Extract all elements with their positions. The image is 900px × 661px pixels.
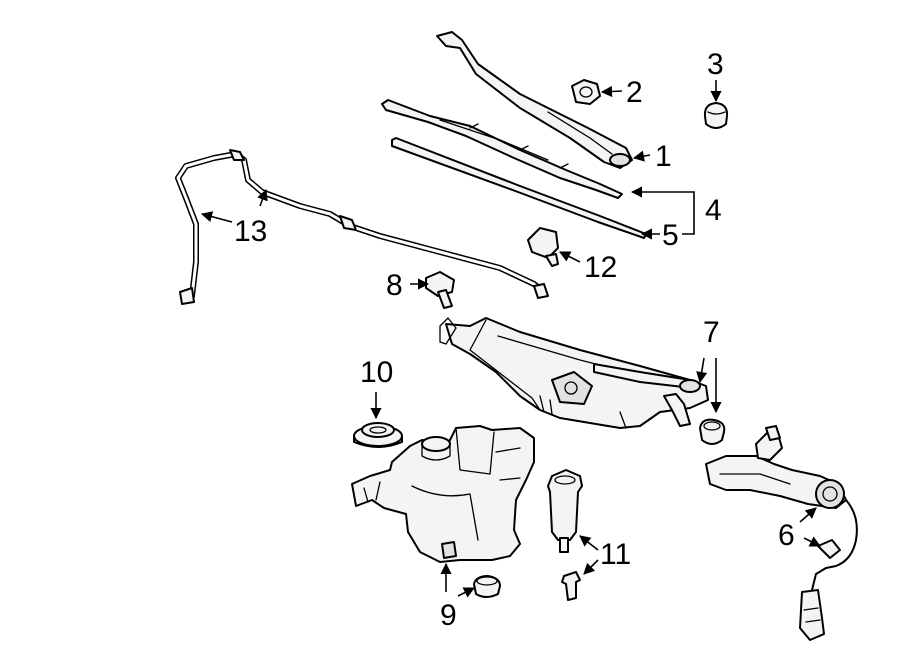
wiper-arm bbox=[436, 31, 633, 169]
callout-labels: 1 2 3 4 5 6 7 8 9 10 11 12 13 bbox=[234, 48, 795, 632]
linkage-grommet bbox=[699, 418, 726, 445]
callout-8: 8 bbox=[386, 269, 403, 302]
wiper-motor bbox=[705, 425, 858, 641]
washer-hose bbox=[175, 149, 549, 305]
callout-2: 2 bbox=[626, 76, 643, 109]
callout-5: 5 bbox=[662, 219, 679, 252]
washer-nozzle bbox=[527, 227, 559, 267]
callout-11: 11 bbox=[600, 538, 631, 571]
callout-7: 7 bbox=[703, 316, 720, 349]
callout-3: 3 bbox=[707, 48, 724, 81]
callout-9: 9 bbox=[440, 599, 457, 632]
washer-pump bbox=[547, 469, 583, 601]
callout-4: 4 bbox=[705, 194, 722, 227]
wiper-linkage bbox=[439, 317, 709, 429]
leader-lines bbox=[200, 80, 822, 598]
pump-seal bbox=[353, 422, 403, 448]
callout-1: 1 bbox=[655, 140, 672, 173]
reservoir-plug bbox=[473, 575, 501, 598]
callout-10: 10 bbox=[360, 356, 393, 389]
pivot-cap bbox=[703, 102, 729, 129]
washer-reservoir bbox=[351, 425, 535, 563]
arm-nut bbox=[571, 79, 601, 105]
callout-12: 12 bbox=[584, 251, 617, 284]
wiper-blade bbox=[381, 99, 623, 199]
callout-6: 6 bbox=[778, 519, 795, 552]
linkage-bolt bbox=[425, 271, 455, 309]
callout-13: 13 bbox=[234, 215, 267, 248]
